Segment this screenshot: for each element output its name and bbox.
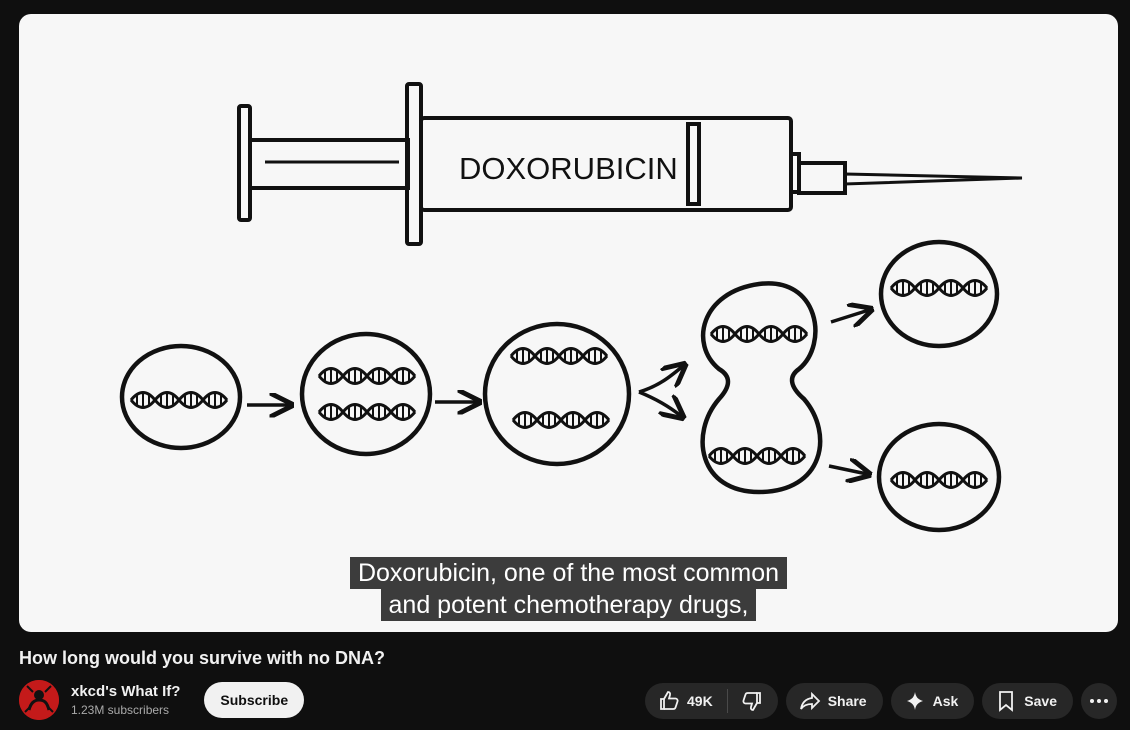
- share-label: Share: [827, 693, 867, 709]
- video-player[interactable]: DOXORUBICIN Doxorubicin, one of t: [19, 14, 1118, 632]
- ask-label: Ask: [932, 693, 959, 709]
- ask-button[interactable]: Ask: [890, 683, 975, 719]
- caption-line-1: Doxorubicin, one of the most common: [349, 557, 788, 589]
- save-button[interactable]: Save: [982, 683, 1073, 719]
- video-title: How long would you survive with no DNA?: [19, 648, 385, 668]
- video-frame-illustration: DOXORUBICIN: [119, 82, 1023, 533]
- like-count: 49K: [687, 693, 713, 709]
- more-horizontal-icon: [1087, 689, 1111, 713]
- arrows: [247, 310, 869, 474]
- closed-captions: Doxorubicin, one of the most common and …: [19, 557, 1118, 621]
- action-bar: 49K Share Ask: [645, 683, 1117, 719]
- save-label: Save: [1024, 693, 1057, 709]
- cell-division-diagram: [119, 239, 1002, 533]
- more-actions-button[interactable]: [1081, 683, 1117, 719]
- share-button[interactable]: Share: [785, 683, 883, 719]
- channel-info: xkcd's What If? 1.23M subscribers: [71, 683, 180, 717]
- dislike-button[interactable]: [728, 683, 778, 719]
- subscribe-button[interactable]: Subscribe: [204, 682, 305, 718]
- sparkle-icon: [903, 689, 927, 713]
- like-dislike-group: 49K: [645, 683, 778, 719]
- thumbs-up-icon: [657, 689, 681, 713]
- divider: [726, 689, 728, 713]
- syringe-drawing: [237, 82, 1023, 246]
- thumbs-down-icon: [740, 689, 764, 713]
- share-arrow-icon: [798, 689, 822, 713]
- syringe-label: DOXORUBICIN: [459, 151, 678, 186]
- caption-line-2: and potent chemotherapy drugs,: [380, 589, 757, 621]
- channel-name[interactable]: xkcd's What If?: [71, 683, 181, 700]
- bookmark-icon: [994, 689, 1018, 713]
- channel-avatar[interactable]: [19, 680, 59, 720]
- channel-owner: xkcd's What If? 1.23M subscribers Subscr…: [19, 680, 305, 720]
- channel-logo-icon: [19, 680, 59, 720]
- like-button[interactable]: 49K: [645, 683, 727, 719]
- subscriber-count: 1.23M subscribers: [71, 703, 170, 717]
